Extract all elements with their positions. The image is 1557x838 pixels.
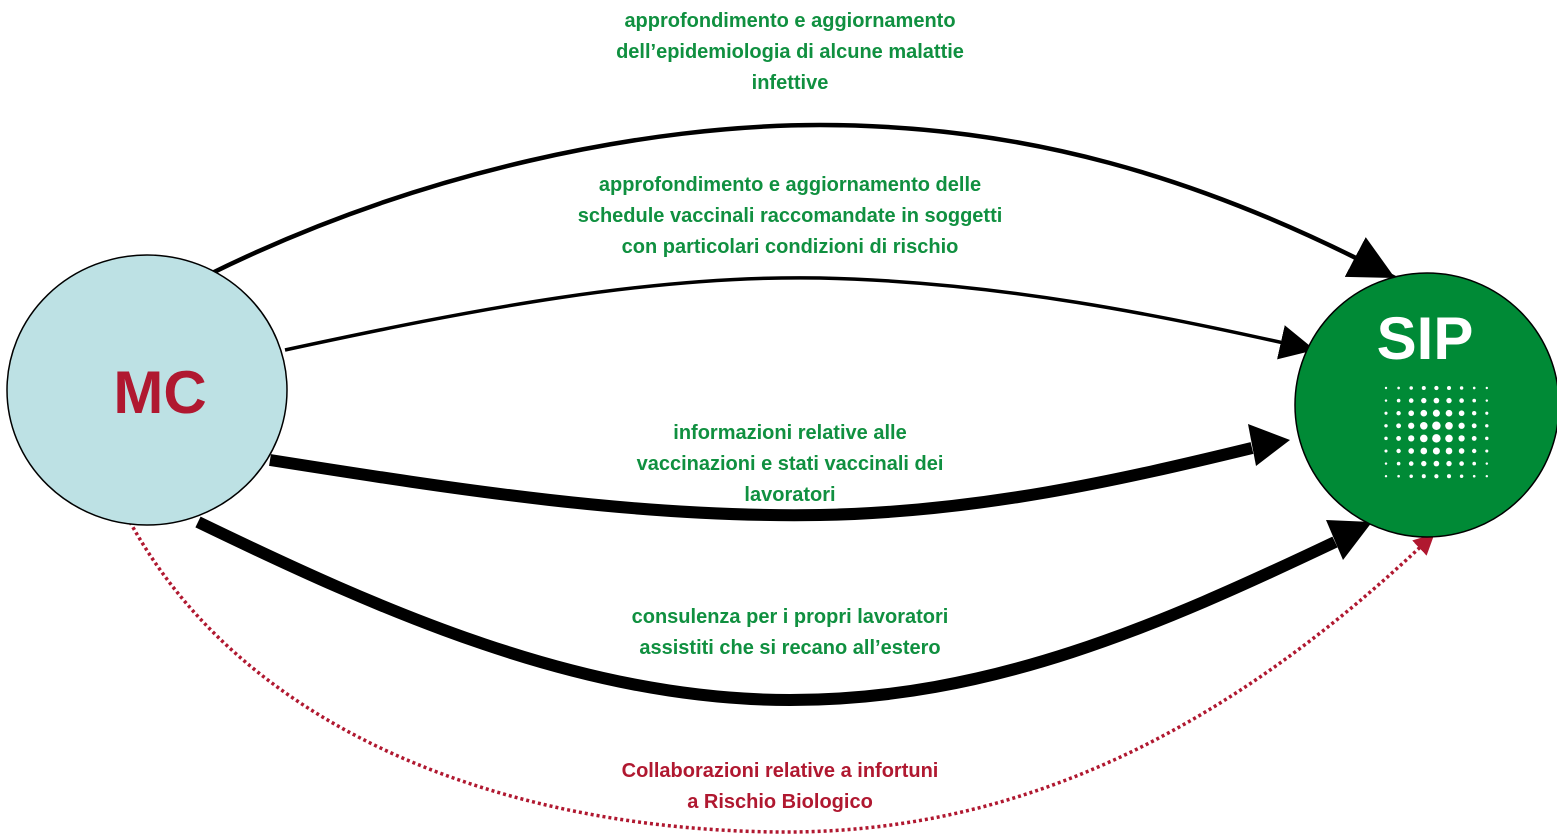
mc-node [6,254,288,526]
logo-dot [1485,424,1489,428]
logo-dot [1445,422,1453,430]
logo-dot [1485,449,1489,453]
logo-dot [1458,448,1465,454]
dot-grid-logo-icon [1384,385,1489,479]
logo-dot [1432,421,1441,431]
logo-dot [1396,423,1402,429]
logo-dot [1396,435,1402,441]
logo-dot [1408,435,1415,442]
logo-dot [1472,398,1477,403]
logo-dot [1459,386,1464,390]
logo-dot [1396,461,1401,466]
logo-dot [1409,474,1413,478]
logo-dot [1445,447,1453,455]
sip-node [1294,272,1557,538]
logo-dot [1446,397,1452,404]
arrow-label-epidemiologia: approfondimento e aggiornamento dell’epi… [616,10,964,94]
logo-dot [1459,474,1464,478]
logo-dot [1420,434,1428,443]
logo-dot [1384,411,1388,415]
arrow-stati-vaccinali [269,442,1254,522]
logo-dot [1408,448,1415,454]
logo-dot [1485,462,1489,465]
arrow-consulenza-estero [195,516,1338,707]
arrow-schedule-vaccinali [284,276,1316,360]
logo-dot [1485,399,1489,402]
logo-dot [1472,461,1477,466]
logo-dot [1472,448,1477,454]
mc-node-label: MC [113,359,207,426]
logo-dot [1420,422,1428,430]
logo-dot [1408,422,1415,429]
logo-dot [1396,448,1401,454]
logo-dot [1472,411,1477,416]
logo-dot [1446,460,1452,467]
logo-dot [1384,449,1388,453]
logo-dot [1397,386,1400,390]
logo-dot [1384,436,1388,441]
logo-dot [1471,435,1477,441]
logo-dot [1434,385,1439,391]
logo-dot [1445,409,1453,417]
logo-dot [1485,386,1489,390]
logo-dot [1409,386,1413,390]
sip-node-label: SIP [1376,305,1474,372]
logo-dot [1446,385,1452,391]
logo-dot [1432,434,1441,443]
logo-dot [1397,474,1400,478]
logo-dot [1421,385,1426,391]
arrow-label-rischio-biologico: Collaborazioni relative a infortuni a Ri… [621,760,939,813]
logo-dot [1384,399,1388,402]
logo-dot [1434,474,1439,479]
logo-dot [1433,460,1440,467]
arrow-label-stati-vaccinali: informazioni relative alle vaccinazioni … [636,422,944,506]
logo-dot [1445,434,1453,443]
logo-dot [1459,461,1464,466]
arrow-label-consulenza-estero: consulenza per i propri lavoratori assis… [631,606,949,659]
logo-dot [1485,411,1489,415]
arrow-consulenza-estero-head [1326,520,1372,560]
logo-dot [1485,475,1489,478]
logo-dot [1384,475,1388,478]
logo-dot [1408,410,1415,417]
arrow-epidemiologia [207,122,1397,280]
logo-dot [1472,474,1476,478]
logo-dot [1384,386,1388,390]
logo-dot [1446,474,1452,479]
logo-dot [1471,423,1477,429]
logo-dot [1459,398,1464,403]
logo-dot [1384,462,1388,465]
logo-dot [1458,422,1465,429]
arrow-label-schedule-vaccinali: approfondimento e aggiornamento delle sc… [577,174,1003,258]
logo-dot [1472,386,1476,390]
logo-dot [1408,398,1414,403]
arrow-stati-vaccinali-head [1248,424,1290,466]
logo-dot [1420,447,1428,455]
logo-dot [1432,409,1440,417]
logo-dot [1421,397,1427,404]
logo-dot [1432,447,1440,455]
logo-dot [1384,424,1388,428]
logo-dot [1458,410,1465,417]
logo-dot [1396,398,1401,403]
logo-dot [1421,460,1427,467]
logo-dot [1396,411,1401,416]
logo-dot [1458,435,1465,442]
logo-dot [1408,461,1414,466]
logo-dot [1485,436,1489,441]
arrow-rischio-biologico [128,521,1435,834]
logo-dot [1421,474,1426,479]
logo-dot [1420,409,1428,417]
logo-dot [1433,397,1440,404]
